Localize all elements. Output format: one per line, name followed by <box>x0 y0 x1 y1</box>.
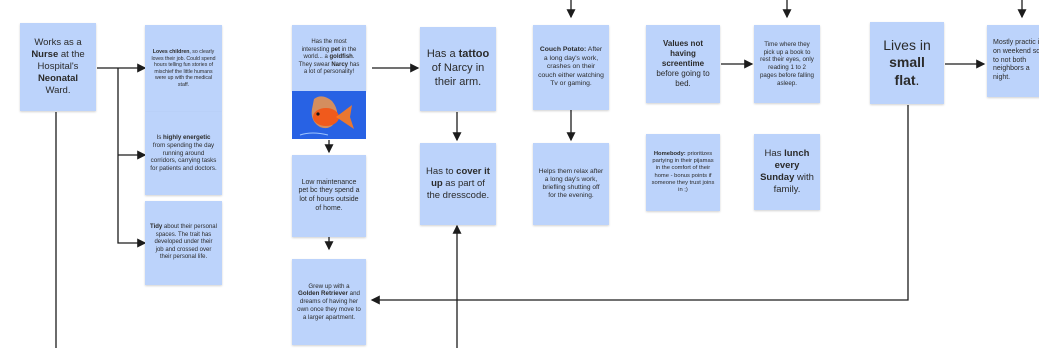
note-screentime: Values not having screentime before goin… <box>646 25 720 103</box>
note-practice: Mostly practic it on weekend so to not b… <box>987 25 1039 97</box>
note-text: has a lot of personality! <box>303 61 360 76</box>
note-text: Has a <box>426 48 459 61</box>
note-small-flat: Lives in small flat. <box>870 22 944 104</box>
note-text: After a long day's work, crashes on thei… <box>538 46 604 88</box>
note-text: Grew up with a <box>308 282 350 290</box>
note-text-bold: Loves children <box>152 49 190 55</box>
note-text-bold: Tidy <box>150 224 163 231</box>
note-nurse: Works as a Nurse at the Hospital's Neona… <box>20 23 96 111</box>
note-text: in the world... a <box>303 46 357 61</box>
note-text: Helps them relax after a long day's work… <box>538 167 604 200</box>
note-book: Time where they pick up a book to rest t… <box>754 25 820 103</box>
note-text: about their personal spaces. The trait h… <box>154 224 217 261</box>
note-text-bold: small flat <box>889 54 925 88</box>
note-text: . <box>915 71 920 88</box>
note-text: Low maintenance pet bc they spend a lot … <box>298 178 360 212</box>
arrow-flat-to-golden <box>370 105 909 305</box>
note-golden-retriever: Grew up with a Golden Retriever and drea… <box>292 259 366 345</box>
note-text: Has <box>764 148 785 160</box>
note-text: Has to <box>426 166 457 178</box>
arrow-nurse-to-tidy <box>117 68 147 248</box>
note-lunch: Has lunch every Sunday with family. <box>754 134 820 210</box>
note-text: prioritizes partying in their pijamas in… <box>651 150 715 193</box>
note-loves-children: Loves children, so clearly loves their j… <box>145 25 222 112</box>
note-pet: Has the most interesting pet in the worl… <box>292 25 366 91</box>
note-text-bold: Values not having screentime <box>661 39 705 68</box>
note-text: Mostly practic it on weekend so to not b… <box>993 39 1039 82</box>
note-energetic: Is highly energetic from spending the da… <box>145 112 222 195</box>
note-text: Has the most interesting <box>301 39 347 53</box>
note-text-bold: Neonatal <box>37 72 79 84</box>
note-text: from spending the day running around cor… <box>150 141 217 173</box>
note-tattoo: Has a tattoo of Narcy in their arm. <box>420 27 496 111</box>
note-relax: Helps them relax after a long day's work… <box>533 143 609 225</box>
note-text: , so clearly loves their job. Could spen… <box>151 49 216 88</box>
note-text: . They swear <box>298 54 355 68</box>
note-text: with family. <box>773 172 814 195</box>
note-text: at the Hospital's <box>37 49 85 73</box>
note-text-bold: highly energetic <box>163 134 211 142</box>
note-text: Time where they pick up a book to rest t… <box>759 40 814 87</box>
note-text: of Narcy in their arm. <box>431 62 485 88</box>
note-couch-potato: Couch Potato: After a long day's work, c… <box>533 25 609 110</box>
note-cover-tattoo: Has to cover it up as part of the dressc… <box>420 143 496 225</box>
note-text: Ward. <box>45 84 71 96</box>
note-text-bold: cover it up <box>431 166 490 190</box>
goldfish-photo <box>292 91 366 139</box>
note-text-bold: tattoo <box>458 48 490 61</box>
note-text-bold: Nurse <box>31 49 59 61</box>
note-text: before going to bed. <box>656 69 710 88</box>
note-text-bold: Narcy <box>331 61 349 68</box>
note-text-bold: Homebody: <box>653 150 686 157</box>
note-text: Is <box>156 134 164 142</box>
note-text-bold: Couch Potato: <box>539 46 587 54</box>
note-text-bold: Golden Retriever <box>298 290 348 298</box>
note-text-bold: goldfish <box>329 54 353 61</box>
note-text-bold: lunch every Sunday <box>760 148 810 183</box>
goldfish-icon <box>292 91 366 139</box>
note-tidy: Tidy about their personal spaces. The tr… <box>145 201 222 285</box>
note-homebody: Homebody: prioritizes partying in their … <box>646 134 720 211</box>
note-text: Lives in <box>883 36 931 53</box>
note-text: and dreams of having her own once they m… <box>297 290 361 321</box>
note-text: Works as a <box>34 37 82 49</box>
note-text: as part of the dresscode. <box>426 178 490 201</box>
note-text-bold: pet <box>331 46 340 53</box>
note-low-maintenance: Low maintenance pet bc they spend a lot … <box>292 155 366 237</box>
